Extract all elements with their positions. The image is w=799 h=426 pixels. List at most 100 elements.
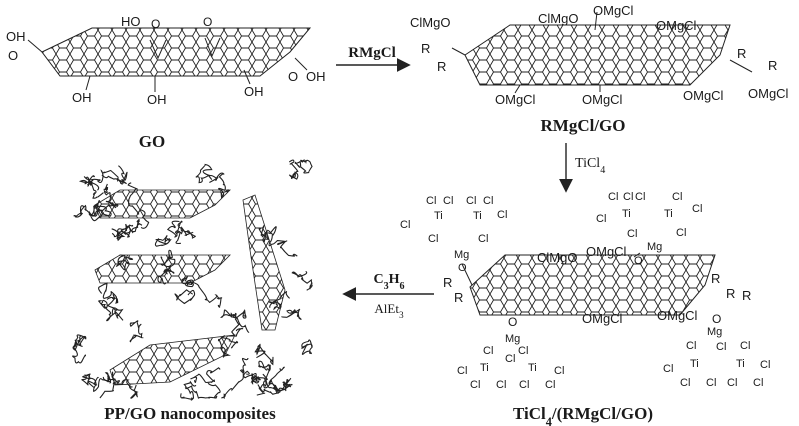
go-epoxide-o-2: O	[203, 15, 212, 29]
svg-text:Cl: Cl	[478, 233, 488, 245]
svg-text:Cl: Cl	[635, 191, 645, 203]
polymer-chain	[111, 223, 130, 238]
polymer-chain	[74, 334, 87, 347]
rmgcl-omgcl-bottom-3: OMgCl	[683, 88, 724, 103]
rmgcl-r-left-2: R	[437, 59, 446, 74]
svg-text:Cl: Cl	[608, 191, 618, 203]
svg-text:Cl: Cl	[545, 379, 555, 391]
go-structure: HO O O OH O O OH OH OH OH GO	[6, 14, 326, 151]
svg-text:Ti: Ti	[664, 208, 673, 220]
go-oh-bottom-1: OH	[72, 90, 92, 105]
svg-text:Cl: Cl	[716, 341, 726, 353]
polymer-chain	[254, 343, 274, 366]
go-label: GO	[139, 132, 165, 151]
ticl4-r-right-1: R	[711, 271, 720, 286]
rmgcl-clmgo-left: ClMgO	[410, 15, 450, 30]
svg-text:Cl: Cl	[466, 195, 476, 207]
polymer-chain	[88, 203, 105, 222]
svg-text:Cl: Cl	[443, 195, 453, 207]
ticl4-omgcl-top: OMgCl	[586, 244, 627, 259]
polymer-chain	[107, 294, 124, 319]
polymer-chain	[98, 299, 124, 322]
svg-text:Cl: Cl	[505, 353, 515, 365]
rmgcl-omgcl-top-2: OMgCl	[656, 18, 697, 33]
rmgcl-omgcl-top-1: OMgCl	[593, 3, 634, 18]
svg-text:Mg: Mg	[707, 326, 722, 338]
ti-cluster-lower-right: Mg Cl Cl Cl Ti Ti Cl Cl Cl Cl Cl Cl	[663, 326, 770, 389]
embedded-sheet-3	[109, 334, 236, 386]
svg-text:Cl: Cl	[706, 377, 716, 389]
go-ho-label: HO	[121, 14, 141, 29]
rmgcl-omgcl-bottom-2: OMgCl	[582, 92, 623, 107]
rmgcl-r-right-2: R	[768, 58, 777, 73]
svg-text:Cl: Cl	[596, 213, 606, 225]
polymer-chain	[190, 367, 221, 384]
svg-text:Cl: Cl	[426, 195, 436, 207]
polymer-chain	[98, 282, 119, 304]
polymer-chain	[258, 360, 271, 381]
svg-text:Cl: Cl	[740, 340, 750, 352]
svg-text:Cl: Cl	[483, 195, 493, 207]
polymer-chain	[291, 270, 313, 291]
polymer-chain	[154, 235, 172, 247]
polymer-chain	[263, 366, 285, 390]
svg-text:O: O	[634, 255, 643, 267]
arrow-step-3: C3H6 AlEt3	[342, 272, 434, 321]
pp-go-label: PP/GO nanocomposites	[104, 404, 276, 423]
ticl4-clmgo-top: ClMgO	[537, 250, 577, 265]
go-epoxide-o-1: O	[151, 17, 160, 31]
embedded-sheet-1	[94, 189, 231, 219]
rmgcl-omgcl-right: OMgCl	[748, 86, 789, 101]
polymer-chain	[101, 165, 128, 185]
svg-text:Mg: Mg	[454, 249, 469, 261]
arrow-step-2: TiCl4	[559, 143, 605, 193]
ti-cluster-lower-left: Mg Cl Cl Ti Ti Cl Cl Cl Cl Cl Cl Cl	[457, 333, 564, 391]
polymer-chain	[230, 309, 250, 333]
polymer-chain	[220, 309, 244, 337]
ticl4-r-right-3: R	[742, 288, 751, 303]
polymer-chain	[186, 280, 223, 308]
svg-text:Ti: Ti	[622, 208, 631, 220]
svg-text:Cl: Cl	[518, 345, 528, 357]
ticl4-structure: Cl Cl Cl Cl Ti Ti Cl Cl Cl Cl Mg O Cl Cl…	[400, 191, 770, 426]
ticl4-r-left-2: R	[454, 290, 463, 305]
rmgcl-omgcl-bottom-1: OMgCl	[495, 92, 536, 107]
ti-cluster-upper-right: Cl Cl Cl Cl Ti Ti Cl Cl Cl Cl Mg O	[596, 191, 702, 267]
polymer-chain	[166, 220, 194, 238]
polymer-chain	[250, 374, 267, 396]
go-carboxyl-oh-left: OH	[6, 29, 26, 44]
polymer-chain	[294, 159, 313, 174]
svg-text:Cl: Cl	[663, 363, 673, 375]
svg-text:Ti: Ti	[690, 358, 699, 370]
go-oh-bottom-2: OH	[147, 92, 167, 107]
svg-text:Cl: Cl	[496, 379, 506, 391]
svg-text:Cl: Cl	[727, 377, 737, 389]
svg-text:Cl: Cl	[497, 209, 507, 221]
polymer-chain	[195, 163, 218, 184]
polymer-chain	[180, 380, 197, 401]
svg-text:Ti: Ti	[736, 358, 745, 370]
ticl4-o-bottom-left: O	[508, 315, 517, 329]
svg-text:Cl: Cl	[680, 377, 690, 389]
polymer-chain	[278, 377, 293, 392]
polymer-chain	[174, 289, 196, 305]
svg-text:Cl: Cl	[483, 345, 493, 357]
ticl4-graphene-sheet	[469, 254, 716, 316]
polymer-chain	[78, 175, 95, 187]
polymer-chain	[129, 320, 145, 343]
go-graphene-sheet	[41, 27, 312, 77]
arrow-step-1-label: RMgCl	[348, 45, 396, 61]
svg-text:Cl: Cl	[554, 365, 564, 377]
ticl4-rmgcl-go-label: TiCl4/(RMgCl/GO)	[513, 404, 653, 426]
ticl4-omgcl-bottom-2: OMgCl	[657, 308, 698, 323]
embedded-sheet-2	[94, 254, 231, 284]
polymer-chain	[90, 169, 124, 185]
polymer-chain	[301, 339, 313, 355]
go-carboxyl-oh-right: OH	[306, 69, 326, 84]
rmgcl-go-label: RMgCl/GO	[541, 116, 626, 135]
svg-text:Cl: Cl	[686, 340, 696, 352]
svg-text:Cl: Cl	[457, 365, 467, 377]
svg-text:Cl: Cl	[428, 233, 438, 245]
rmgcl-r-left-1: R	[421, 41, 430, 56]
